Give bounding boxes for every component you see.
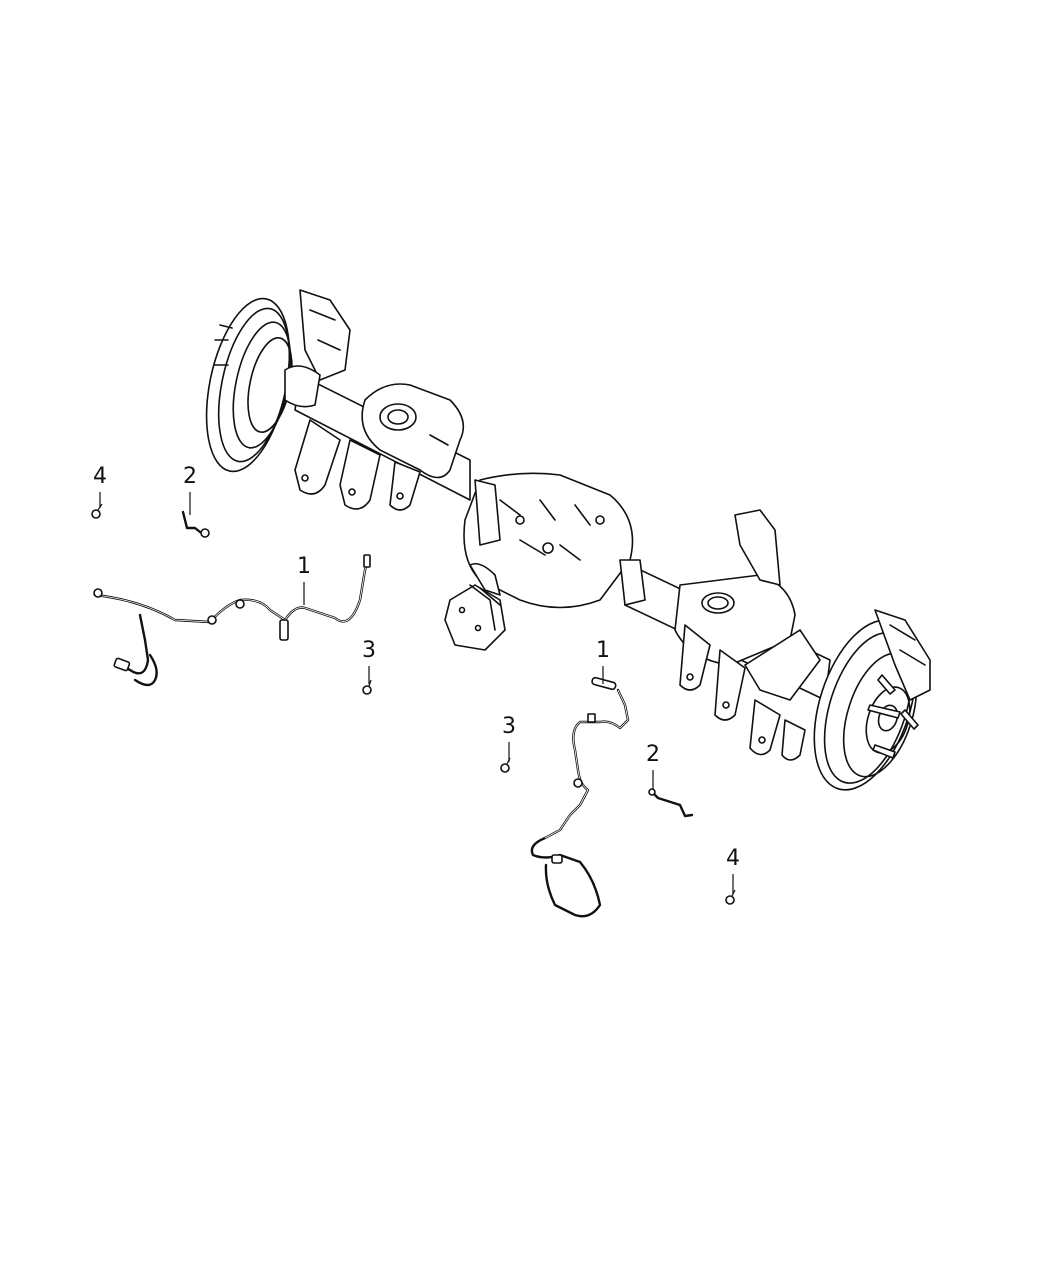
callout-4-left: 4 — [93, 464, 107, 489]
right-sensor-harness — [530, 676, 630, 918]
bracket-left — [181, 510, 210, 538]
axle-assembly — [205, 289, 931, 791]
bolt-3-left — [362, 679, 372, 695]
callout-3-left: 3 — [362, 638, 376, 663]
callout-1-left: 1 — [297, 554, 311, 579]
bolt-4-right — [725, 889, 736, 905]
callout-2-left: 2 — [183, 464, 197, 489]
left-sensor-harness — [93, 554, 371, 687]
callout-3-right: 3 — [502, 714, 516, 739]
callout-4-right: 4 — [726, 846, 740, 871]
callout-2-right: 2 — [646, 742, 660, 767]
callout-1-right: 1 — [596, 638, 610, 663]
bracket-right — [648, 788, 694, 818]
